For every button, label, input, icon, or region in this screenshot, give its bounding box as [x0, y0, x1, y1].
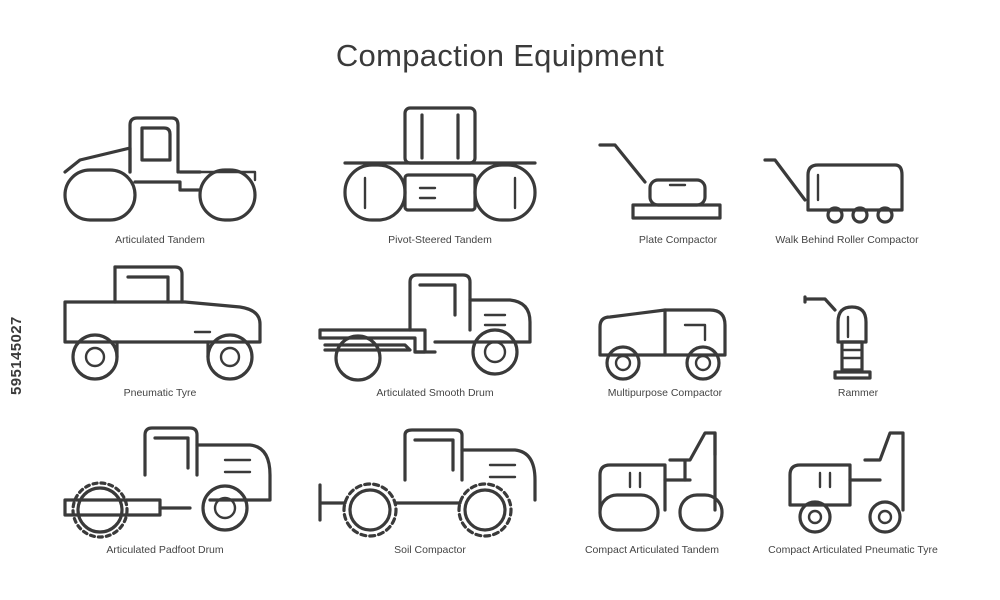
compact-articulated-pneumatic-tyre-icon: [788, 431, 905, 534]
soil-compactor-icon: [318, 428, 537, 538]
caption-articulated-tandem: Articulated Tandem: [115, 234, 205, 246]
caption-rammer: Rammer: [837, 387, 879, 399]
caption-compact-articulated-pneumatic-tyre: Compact Articulated Pneumatic Tyre: [768, 544, 938, 556]
multipurpose-compactor-icon: [598, 308, 727, 381]
stock-id: 595145027: [8, 316, 25, 395]
caption-articulated-padfoot-drum: Articulated Padfoot Drum: [106, 544, 224, 556]
page-title: Compaction Equipment: [335, 38, 665, 73]
rammer-icon: [803, 295, 872, 380]
pivot-steered-tandem-icon: [343, 106, 537, 222]
compact-articulated-tandem-icon: [598, 431, 724, 532]
articulated-padfoot-drum-icon: [63, 426, 272, 539]
articulated-smooth-drum-icon: [318, 273, 532, 382]
caption-articulated-smooth-drum: Articulated Smooth Drum: [376, 387, 494, 399]
plate-compactor-icon: [598, 143, 722, 220]
pneumatic-tyre-icon: [63, 265, 262, 381]
articulated-tandem-icon: [63, 116, 257, 222]
caption-plate-compactor: Plate Compactor: [638, 234, 718, 246]
caption-compact-articulated-tandem: Compact Articulated Tandem: [584, 544, 720, 556]
caption-soil-compactor: Soil Compactor: [394, 544, 466, 556]
walk-behind-roller-icon: [763, 158, 904, 224]
caption-walk-behind-roller: Walk Behind Roller Compactor: [775, 234, 919, 246]
caption-pivot-steered-tandem: Pivot-Steered Tandem: [388, 234, 492, 246]
caption-pneumatic-tyre: Pneumatic Tyre: [123, 387, 197, 399]
caption-multipurpose-compactor: Multipurpose Compactor: [607, 387, 723, 399]
